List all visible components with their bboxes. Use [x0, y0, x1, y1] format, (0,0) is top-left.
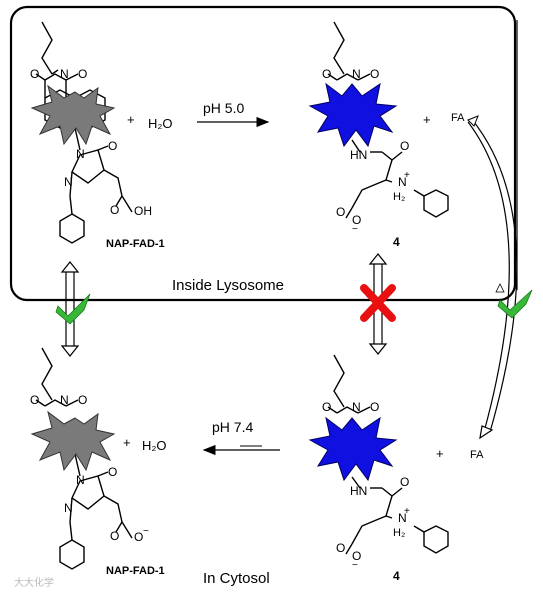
top-left-naphthalimide-core — [30, 84, 116, 146]
lysosome-label: Inside Lysosome — [172, 277, 284, 294]
atom-O: O — [110, 203, 119, 217]
atom-N: N — [60, 393, 69, 407]
top-water: H₂O — [148, 116, 173, 131]
fa-membrane-arrowhead — [495, 283, 505, 293]
atom-O: O — [400, 475, 409, 489]
bottom-left-naphthalimide-core — [30, 410, 116, 472]
atom-N: N — [352, 400, 361, 414]
top-plus-2: + — [423, 112, 431, 127]
atom-OH: OH — [134, 204, 152, 218]
top-byproduct: FA — [451, 112, 465, 124]
watermark: 大大化学 — [14, 576, 54, 589]
blocked-cross-icon — [360, 284, 396, 322]
bottom-plus-1: + — [123, 435, 131, 450]
atom-O: O — [30, 67, 39, 81]
minus-charge: − — [352, 560, 358, 571]
atom-N: N — [60, 67, 69, 81]
top-condition: pH 5.0 — [203, 100, 244, 116]
atom-N-plus: N — [398, 511, 407, 525]
atom-O-minus: O — [134, 530, 143, 544]
bottom-condition: pH 7.4 — [212, 419, 253, 435]
top-reactant-name: NAP-FAD-1 — [106, 238, 165, 250]
atom-O: O — [336, 541, 345, 555]
atom-O-minus: O — [352, 213, 361, 227]
cytosol-label: In Cytosol — [203, 570, 270, 587]
bottom-reactant-name: NAP-FAD-1 — [106, 565, 165, 577]
atom-O: O — [400, 139, 409, 153]
atom-N: N — [76, 473, 85, 487]
bottom-right-naphthalimide-core — [308, 416, 398, 482]
atom-H2: H₂ — [393, 191, 405, 203]
atom-O: O — [336, 205, 345, 219]
atom-O: O — [110, 529, 119, 543]
plus-charge: + — [404, 506, 410, 517]
bottom-product-molecule — [327, 354, 449, 555]
top-right-naphthalimide-core — [308, 82, 398, 148]
atom-H2: H₂ — [393, 527, 405, 539]
bottom-product-number: 4 — [393, 569, 400, 583]
minus-charge: − — [352, 224, 358, 235]
fa-arrowtail — [467, 115, 479, 127]
atom-N-plus: N — [398, 175, 407, 189]
atom-O: O — [322, 400, 331, 414]
right-check-icon — [497, 289, 533, 319]
bottom-byproduct: FA — [470, 449, 484, 461]
bottom-water: H₂O — [142, 438, 167, 453]
plus-charge: + — [404, 170, 410, 181]
fa-diffusion-arrow-inner — [473, 121, 518, 433]
top-product-number: 4 — [393, 235, 400, 249]
atom-HN: HN — [350, 148, 367, 162]
bottom-plus-2: + — [436, 446, 444, 461]
atom-N: N — [64, 501, 73, 515]
atom-N: N — [352, 67, 361, 81]
fa-diffusion-arrow — [467, 121, 510, 433]
atom-O: O — [108, 465, 117, 479]
atom-O: O — [78, 67, 87, 81]
left-transport-arrow — [60, 261, 80, 357]
bottom-reactant-molecule — [35, 347, 133, 570]
atom-HN: HN — [350, 484, 367, 498]
atom-N: N — [64, 175, 73, 189]
atom-O: O — [78, 393, 87, 407]
top-product-molecule — [327, 21, 449, 219]
atom-O: O — [108, 139, 117, 153]
atom-O: O — [30, 393, 39, 407]
atom-O: O — [322, 67, 331, 81]
left-check-icon — [55, 293, 91, 325]
atom-N: N — [76, 147, 85, 161]
atom-O: O — [370, 400, 379, 414]
atom-O-minus: O — [352, 549, 361, 563]
fa-arrowhead — [479, 425, 494, 440]
minus-charge: − — [143, 526, 149, 537]
top-plus-1: + — [127, 112, 135, 127]
lysosome-membrane — [9, 5, 517, 302]
atom-O: O — [370, 67, 379, 81]
